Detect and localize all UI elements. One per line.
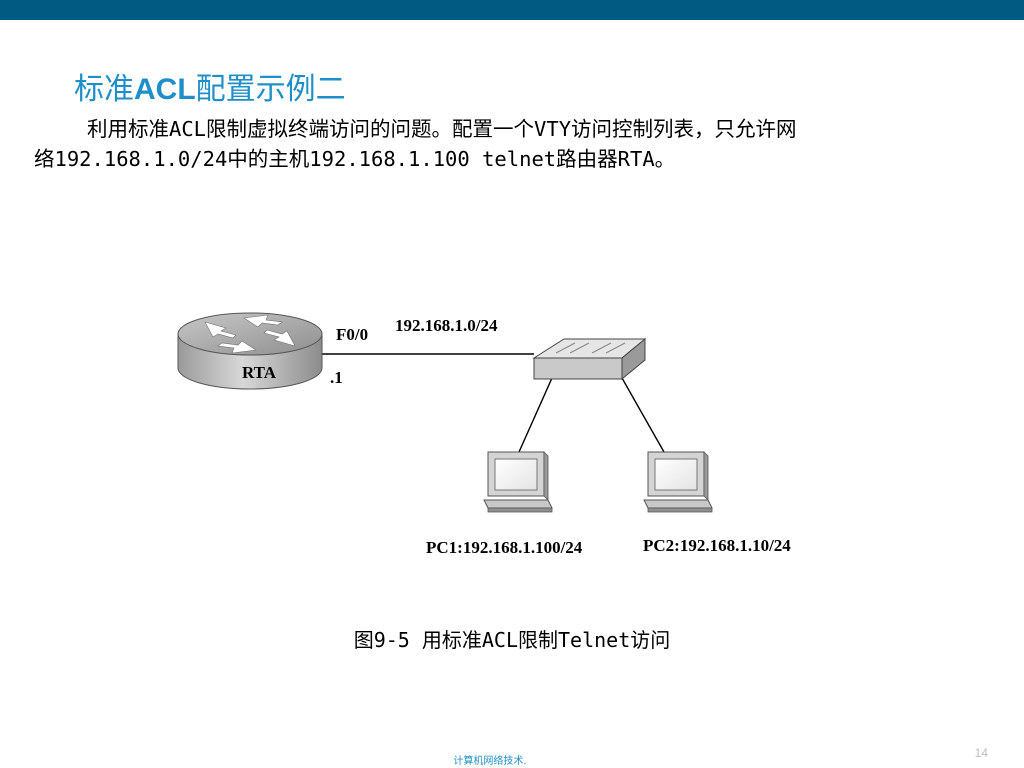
pc2-label: PC2:192.168.1.10/24 [643,536,791,555]
figure-caption: 图9-5 用标准ACL限制Telnet访问 [353,628,671,652]
router-label: RTA [242,363,277,382]
router-icon[interactable] [177,312,323,390]
body-paragraph: 利用标准ACL限制虚拟终端访问的问题。配置一个VTY访问控制列表，只允许网 络1… [34,114,974,174]
pc1-icon[interactable] [483,451,553,513]
pc1-label: PC1:192.168.1.100/24 [426,538,583,557]
title-part-cn-2: 配置示例二 [195,72,346,107]
network-label: 192.168.1.0/24 [395,316,498,335]
link-switch-pc2 [621,377,665,453]
body-line-1: 利用标准ACL限制虚拟终端访问的问题。配置一个VTY访问控制列表，只允许网 [87,117,797,141]
switch-icon[interactable] [532,337,647,381]
pc2-icon[interactable] [643,451,713,513]
footer-text: 计算机网络技术. [453,756,527,767]
body-line-2: 络192.168.1.0/24中的主机192.168.1.100 telnet路… [34,147,676,171]
page-number: 14 [974,746,988,760]
title-part-cn-1: 标准 [74,72,134,107]
link-switch-pc1 [518,377,553,453]
top-header-band [0,0,1024,20]
interface-ip-suffix: .1 [330,368,343,387]
slide-title: 标准ACL配置示例二 [74,64,346,108]
title-part-latin: ACL [134,73,196,106]
interface-label: F0/0 [336,325,368,344]
